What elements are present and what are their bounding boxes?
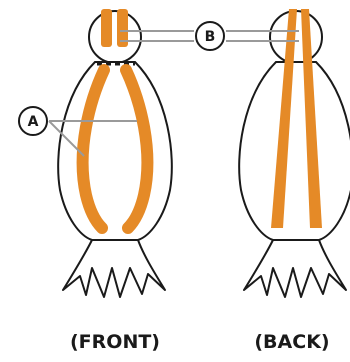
callout-a-circle (18, 106, 48, 136)
back-strap-right (301, 9, 322, 228)
back-strap-left (271, 9, 297, 228)
front-figure (57, 9, 173, 298)
callout-a-leader-lower (48, 120, 85, 157)
callout-b: B (120, 21, 299, 51)
front-strap-top-left (101, 9, 112, 47)
back-figure (238, 9, 350, 298)
front-tentacles (62, 239, 166, 298)
front-strap-top-right (117, 9, 128, 47)
front-view-label: (FRONT) (70, 331, 160, 353)
front-body-outline (57, 61, 173, 241)
callout-b-circle (195, 21, 225, 51)
back-body-outline (238, 61, 350, 241)
back-tentacles (243, 239, 347, 298)
front-strap-left-curve (76, 64, 110, 234)
front-head (88, 10, 142, 64)
callout-b-letter: B (205, 29, 216, 45)
back-view-label: (BACK) (254, 331, 329, 353)
callout-a: A (18, 106, 137, 157)
callout-a-letter: A (28, 114, 39, 130)
front-strap-right-curve (120, 64, 154, 234)
